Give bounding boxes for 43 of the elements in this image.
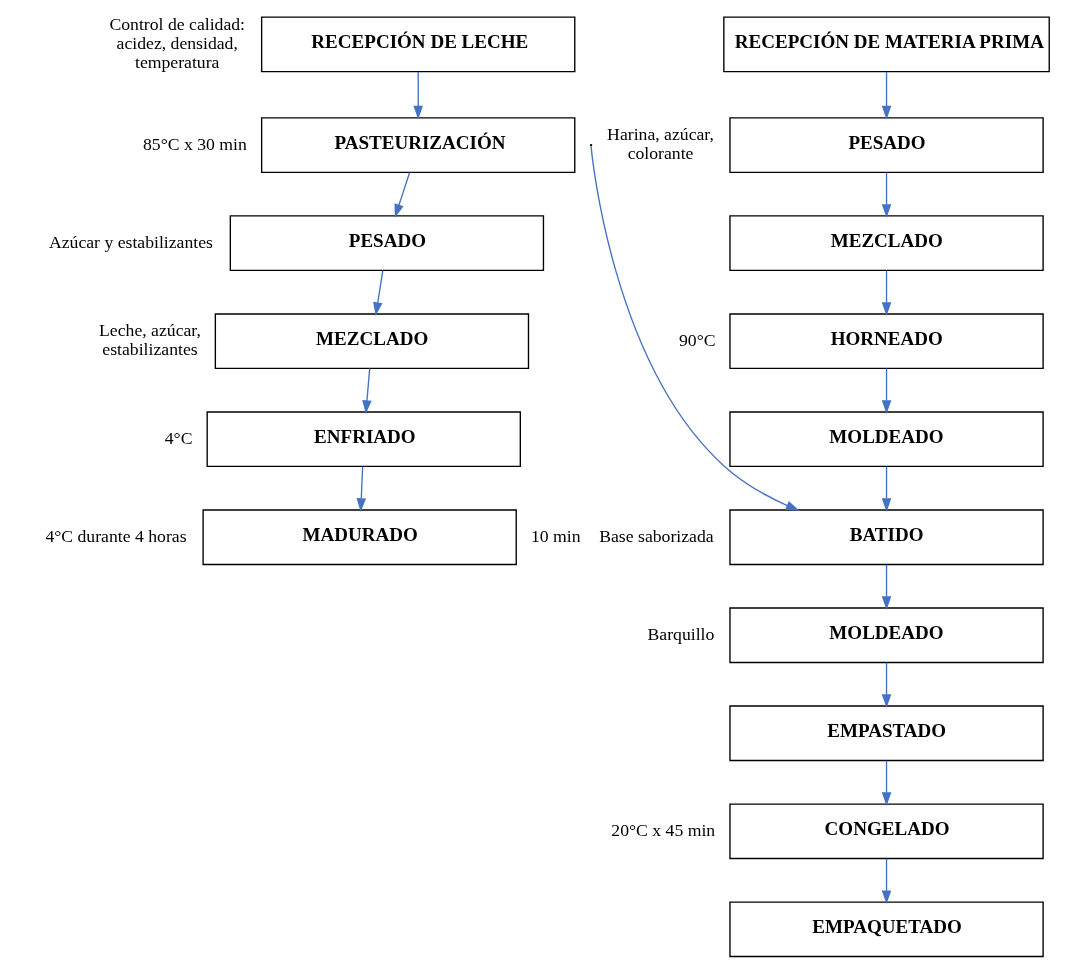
arrow xyxy=(590,145,800,511)
node-label: 4°C xyxy=(164,427,193,448)
node-box: BATIDO xyxy=(729,508,1044,565)
node-box: MADURADO xyxy=(202,508,517,565)
arrow xyxy=(394,171,411,218)
arrow xyxy=(362,367,372,414)
node-box: MEZCLADO xyxy=(729,214,1044,271)
node-label: Leche, azúcar, estabilizantes xyxy=(99,319,201,359)
node-label: Control de calidad: acidez, densidad, temperatura xyxy=(109,13,246,72)
node-label: 85°C x 30 min xyxy=(142,133,247,154)
arrow xyxy=(881,465,892,512)
arrow xyxy=(881,367,892,414)
arrow xyxy=(881,171,892,218)
arrow xyxy=(881,759,892,806)
arrow xyxy=(413,70,423,119)
node-box: MOLDEADO xyxy=(729,410,1044,467)
node-label: Harina, azúcar, colorante xyxy=(607,123,714,163)
node-box: EMPASTADO xyxy=(729,704,1044,761)
node-box: RECEPCIÓN DE LECHE xyxy=(260,16,576,72)
arrow xyxy=(356,465,367,512)
node-label: 4°C durante 4 horas xyxy=(45,525,187,546)
node-box: HORNEADO xyxy=(729,312,1044,369)
node-box: PESADO xyxy=(229,214,545,271)
arrow xyxy=(373,269,384,316)
node-label: 90°C xyxy=(679,329,716,350)
arrow xyxy=(881,269,892,316)
node-box: CONGELADO xyxy=(729,802,1044,859)
node-box: MOLDEADO xyxy=(729,606,1044,663)
node-box: MEZCLADO xyxy=(214,312,530,369)
node-label: Azúcar y estabilizantes xyxy=(48,231,213,252)
node-label: Base saborizada xyxy=(599,525,714,546)
node-box: EMPAQUETADO xyxy=(729,900,1044,957)
node-box: PESADO xyxy=(729,116,1044,173)
arrow xyxy=(881,563,892,610)
node-label: Barquillo xyxy=(647,623,715,644)
node-box: ENFRIADO xyxy=(206,410,521,467)
node-label: 10 min xyxy=(530,525,581,546)
arrow xyxy=(881,857,892,904)
arrow xyxy=(881,661,892,708)
node-box: RECEPCIÓN DE MATERIA PRIMA xyxy=(723,16,1050,72)
node-box: PASTEURIZACIÓN xyxy=(260,116,576,173)
node-label: 20°C x 45 min xyxy=(611,819,716,840)
arrow xyxy=(881,70,892,119)
